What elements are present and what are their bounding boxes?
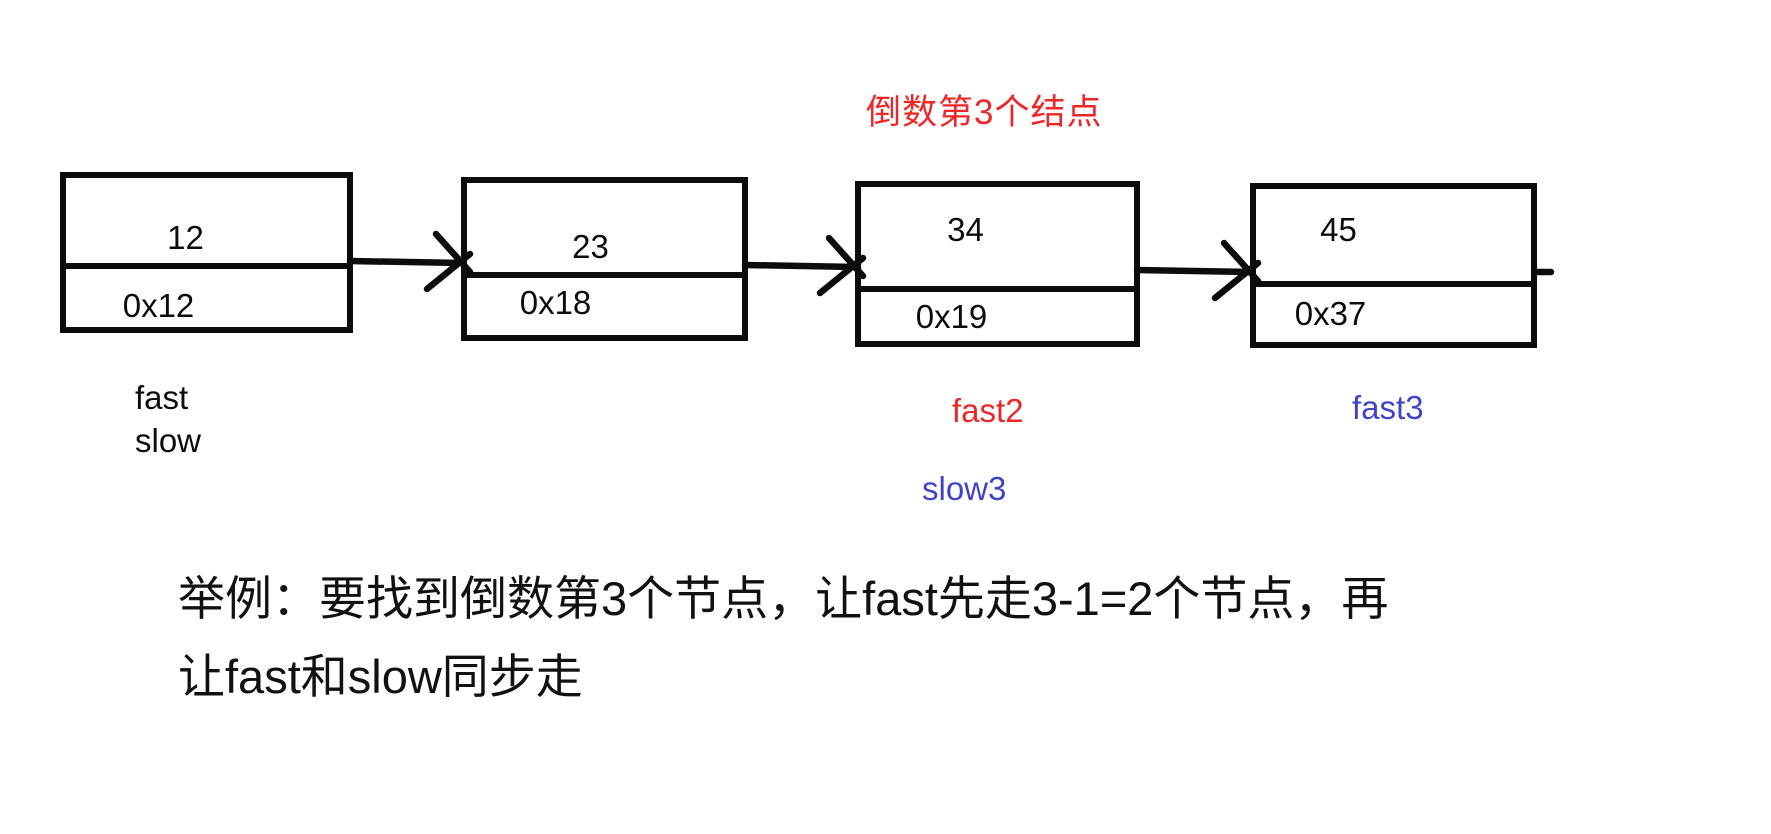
node-1-address: 0x12 <box>66 269 347 327</box>
node-4-value-text: 45 <box>1320 211 1357 248</box>
node-4-address: 0x37 <box>1256 287 1531 342</box>
explanation-line-1: 举例：要找到倒数第3个节点，让fast先走3-1=2个节点，再 <box>178 572 1389 625</box>
pointer-label-fast-slow: fast slow <box>135 376 201 462</box>
pointer-label-fast3: fast3 <box>1352 389 1424 426</box>
node-4-divider <box>1256 281 1531 287</box>
explanation-text: 举例：要找到倒数第3个节点，让fast先走3-1=2个节点，再 让fast和sl… <box>178 560 1388 716</box>
node-2-divider <box>467 272 742 278</box>
node-3-divider <box>861 286 1134 292</box>
list-node-4: 45 0x37 <box>1250 183 1537 348</box>
node-1-address-text: 0x12 <box>122 287 195 324</box>
list-node-3: 34 0x19 <box>855 181 1140 347</box>
node-4-value: 45 <box>1256 189 1531 281</box>
node-2-address: 0x18 <box>467 278 742 335</box>
node-2-value-text: 23 <box>572 228 609 265</box>
node-1-divider <box>66 263 347 269</box>
diagram-title: 倒数第3个结点 <box>866 93 1103 132</box>
node-3-address: 0x19 <box>861 292 1134 341</box>
node-4-address-text: 0x37 <box>1294 295 1367 332</box>
pointer-label-fast: fast <box>135 379 189 416</box>
node-2-address-text: 0x18 <box>519 284 592 321</box>
pointer-label-fast2: fast2 <box>952 392 1024 429</box>
next-arrow-icon-2 <box>741 234 867 297</box>
list-node-2: 23 0x18 <box>461 177 748 341</box>
node-3-address-text: 0x19 <box>915 297 988 335</box>
next-arrow-icon-3 <box>1133 239 1262 302</box>
node-1-value-text: 12 <box>167 219 204 256</box>
next-arrow-icon-1 <box>346 230 474 293</box>
pointer-label-slow3: slow3 <box>922 470 1007 507</box>
node-3-value-text: 34 <box>947 210 984 248</box>
node-1-value: 12 <box>66 178 347 263</box>
node-2-value: 23 <box>467 183 742 272</box>
list-node-1: 12 0x12 <box>60 172 353 333</box>
explanation-line-2: 让fast和slow同步走 <box>178 650 583 703</box>
pointer-label-slow: slow <box>135 422 202 459</box>
node-3-value: 34 <box>861 187 1134 286</box>
